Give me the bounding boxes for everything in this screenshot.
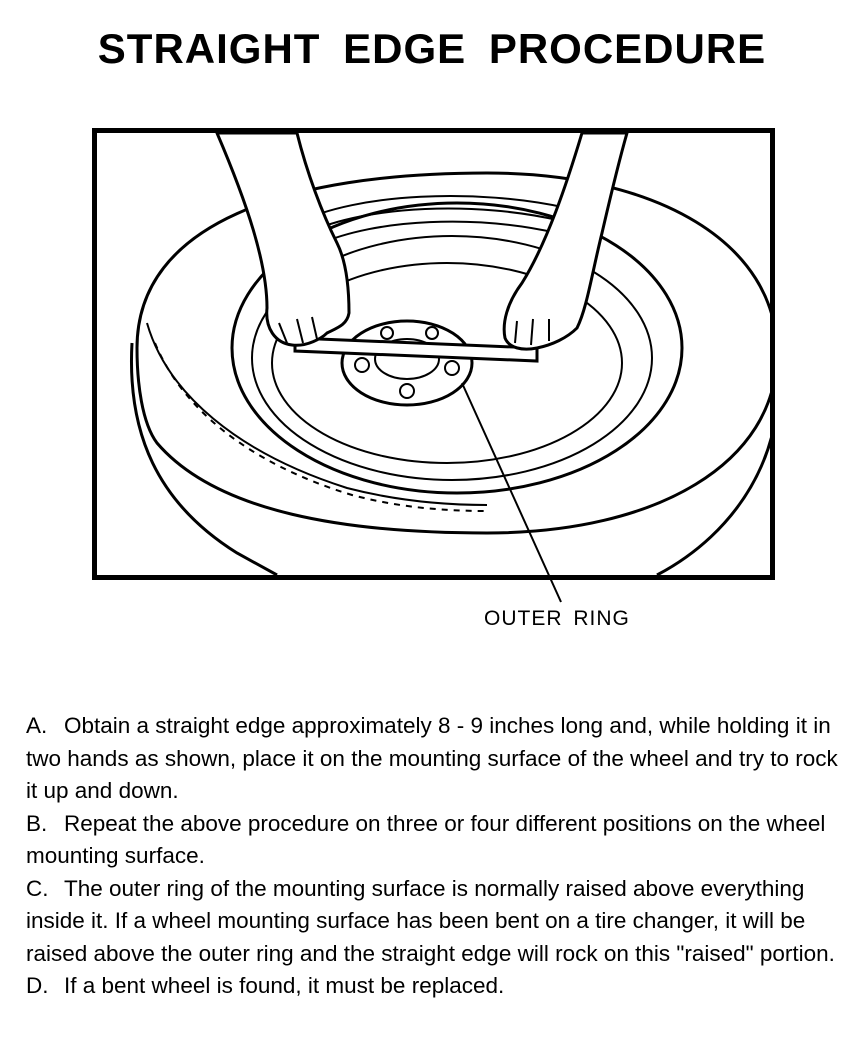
instruction-steps: A.Obtain a straight edge approximately 8…	[26, 710, 846, 1003]
step-text: Repeat the above procedure on three or f…	[26, 810, 826, 869]
straight-edge	[293, 336, 539, 363]
step-letter: C.	[26, 875, 49, 901]
step-text: The outer ring of the mounting surface i…	[26, 875, 835, 966]
step-text: Obtain a straight edge approximately 8 -…	[26, 713, 838, 803]
step-letter: A.	[26, 713, 48, 738]
tire-outline	[135, 171, 770, 535]
step-a: A.Obtain a straight edge approximately 8…	[26, 710, 846, 808]
left-hand	[215, 133, 351, 347]
right-hand	[502, 133, 629, 351]
step-letter: B.	[26, 810, 48, 836]
step-c: C.The outer ring of the mounting surface…	[26, 873, 846, 971]
tire-drawing	[129, 133, 770, 575]
tire-illustration	[92, 128, 775, 580]
page-title: STRAIGHT EDGE PROCEDURE	[97, 25, 767, 72]
step-d: D. If a bent wheel is found, it must be r…	[26, 970, 846, 1003]
step-letter: D.	[26, 973, 49, 998]
wheel-rim	[230, 201, 684, 495]
tire-sidewall-bottom	[129, 342, 278, 575]
wheel-hub	[340, 319, 474, 407]
outer-ring-label: OUTER RING	[484, 607, 630, 630]
step-b: B.Repeat the above procedure on three or…	[26, 808, 846, 873]
step-text: If a bent wheel is found, it must be rep…	[64, 973, 505, 998]
